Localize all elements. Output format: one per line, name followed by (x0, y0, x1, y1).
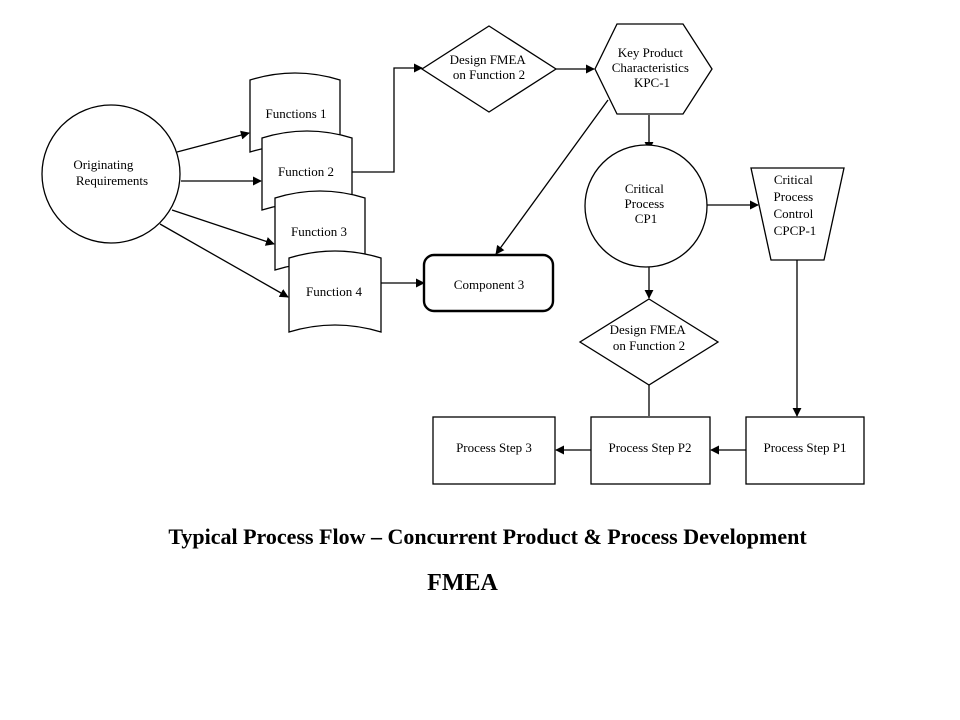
diagram-caption-subtitle: FMEA (427, 570, 498, 596)
svg-text:Design FMEA on Function: Design FMEA on Function 2 (610, 322, 689, 353)
design-fmea-top-node: Design FMEA on Function 2 (420, 25, 558, 113)
arrow-kpc-to-component-3 (495, 99, 609, 255)
process-step-p1-node: Process Step P1 (745, 416, 865, 485)
design-fmea-top-line-2: on Function 2 (453, 67, 525, 82)
arrow-requirements-to-functions-1 (176, 130, 250, 153)
svg-text:Design FMEA on Function: Design FMEA on Function 2 (450, 52, 529, 82)
cpcp-line-4: CPCP-1 (774, 223, 817, 238)
cpcp-line-1: Critical (774, 172, 813, 187)
functions-1-label: Functions 1 (265, 106, 326, 121)
design-fmea-bottom-node: Design FMEA on Function 2 (578, 298, 720, 386)
diagram-caption-title: Typical Process Flow – Concurrent Produc… (168, 524, 807, 549)
design-fmea-bottom-line-2: on Function 2 (613, 338, 685, 353)
process-step-3-label: Process Step 3 (456, 440, 532, 455)
arrow-requirements-to-function-4 (159, 223, 289, 298)
critical-process-control-node: Critical Process Control CPCP-1 (750, 167, 845, 261)
svg-text:Key Product Characterist: Key Product Characteristics KPC-1 (612, 45, 693, 90)
critical-process-line-3: CP1 (635, 211, 657, 226)
design-fmea-bottom-line-1: Design FMEA (610, 322, 687, 337)
connectors (159, 63, 802, 455)
originating-requirements-line-2: Requirements (76, 173, 148, 188)
cpcp-line-2: Process (774, 189, 814, 204)
kpc-line-1: Key Product (618, 45, 684, 60)
svg-text:Critical Process C: Critical Process Control CPCP-1 (774, 172, 817, 238)
arrow-requirements-to-function-3 (171, 209, 275, 246)
process-step-p2-node: Process Step P2 (590, 416, 711, 485)
function-4-node: Function 4 (288, 250, 382, 333)
kpc-line-3: KPC-1 (634, 75, 670, 90)
process-step-p2-label: Process Step P2 (608, 440, 691, 455)
originating-requirements-line-1: Originating (73, 157, 133, 172)
function-4-label: Function 4 (306, 284, 362, 299)
function-2-label: Function 2 (278, 164, 334, 179)
critical-process-node: Critical Process CP1 (584, 144, 708, 268)
function-2-node: Function 2 (261, 130, 353, 211)
function-3-label: Function 3 (291, 224, 347, 239)
kpc-line-2: Characteristics (612, 60, 689, 75)
component-3-node: Component 3 (422, 253, 555, 313)
design-fmea-top-line-1: Design FMEA (450, 52, 527, 67)
arrow-function-2-to-design-fmea (352, 63, 423, 173)
svg-text:Critical Process C: Critical Process CP1 (625, 181, 668, 226)
process-step-p1-label: Process Step P1 (763, 440, 846, 455)
svg-text:Originating Requirements: Originating Requirements (73, 157, 148, 188)
component-3-label: Component 3 (454, 277, 524, 292)
critical-process-line-1: Critical (625, 181, 664, 196)
originating-requirements-node: Originating Requirements (41, 104, 181, 244)
key-product-characteristics-node: Key Product Characteristics KPC-1 (594, 23, 713, 115)
process-step-3-node: Process Step 3 (432, 416, 556, 485)
cpcp-line-3: Control (774, 206, 814, 221)
critical-process-line-2: Process (625, 196, 665, 211)
